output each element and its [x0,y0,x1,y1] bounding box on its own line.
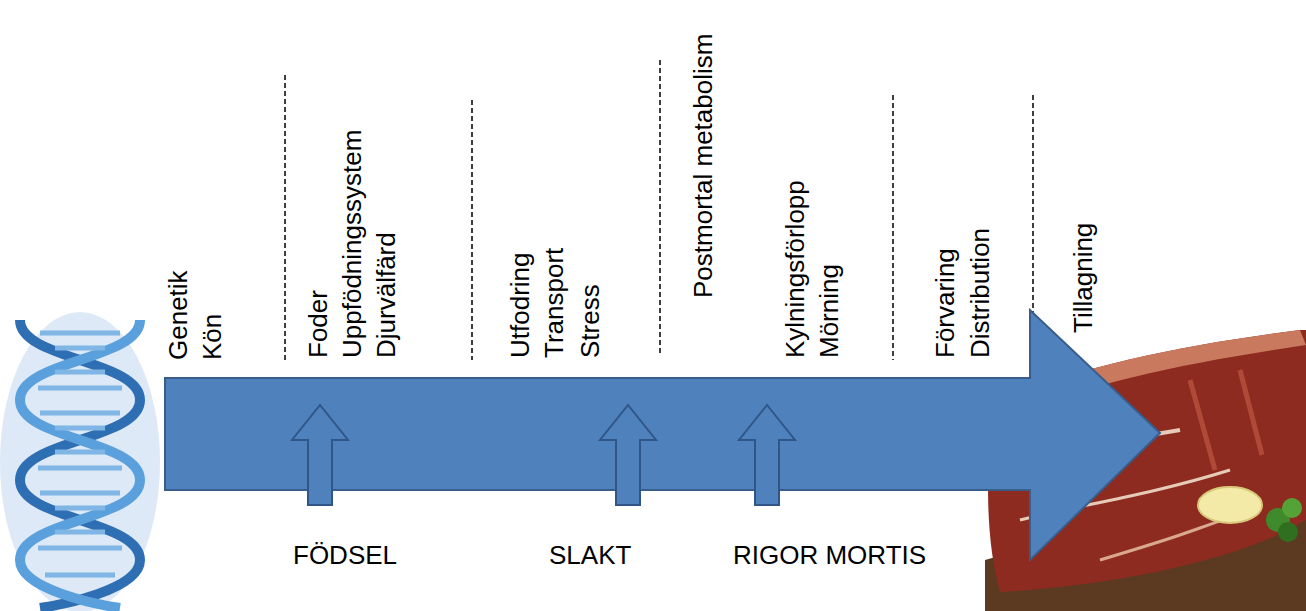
stage-label: FÖDSEL [293,540,397,570]
event-arrows [292,405,795,505]
factor-label: Kylningsförlopp [780,180,810,358]
separator-lines [285,60,1033,360]
stage-label: SLAKT [549,540,631,570]
factor-label: Tillagning [1068,223,1098,333]
factor-label: Foder [303,290,333,358]
factor-label: Djurvälfärd [371,232,401,358]
factor-label: Mörning [814,264,844,358]
factor-label: Uppfödningssystem [337,130,367,358]
factor-label: Stress [575,284,605,358]
factor-label: Distribution [965,228,995,358]
factor-label: Genetik [163,270,193,360]
stage-label: RIGOR MORTIS [733,540,926,570]
factor-label: Kön [197,314,227,360]
dna-icon [0,312,160,611]
factor-label: Transport [539,248,569,358]
factor-label: Förvaring [930,248,960,358]
factor-label: Postmortal metabolism [688,34,718,298]
factor-label: Utfodring [505,253,535,359]
